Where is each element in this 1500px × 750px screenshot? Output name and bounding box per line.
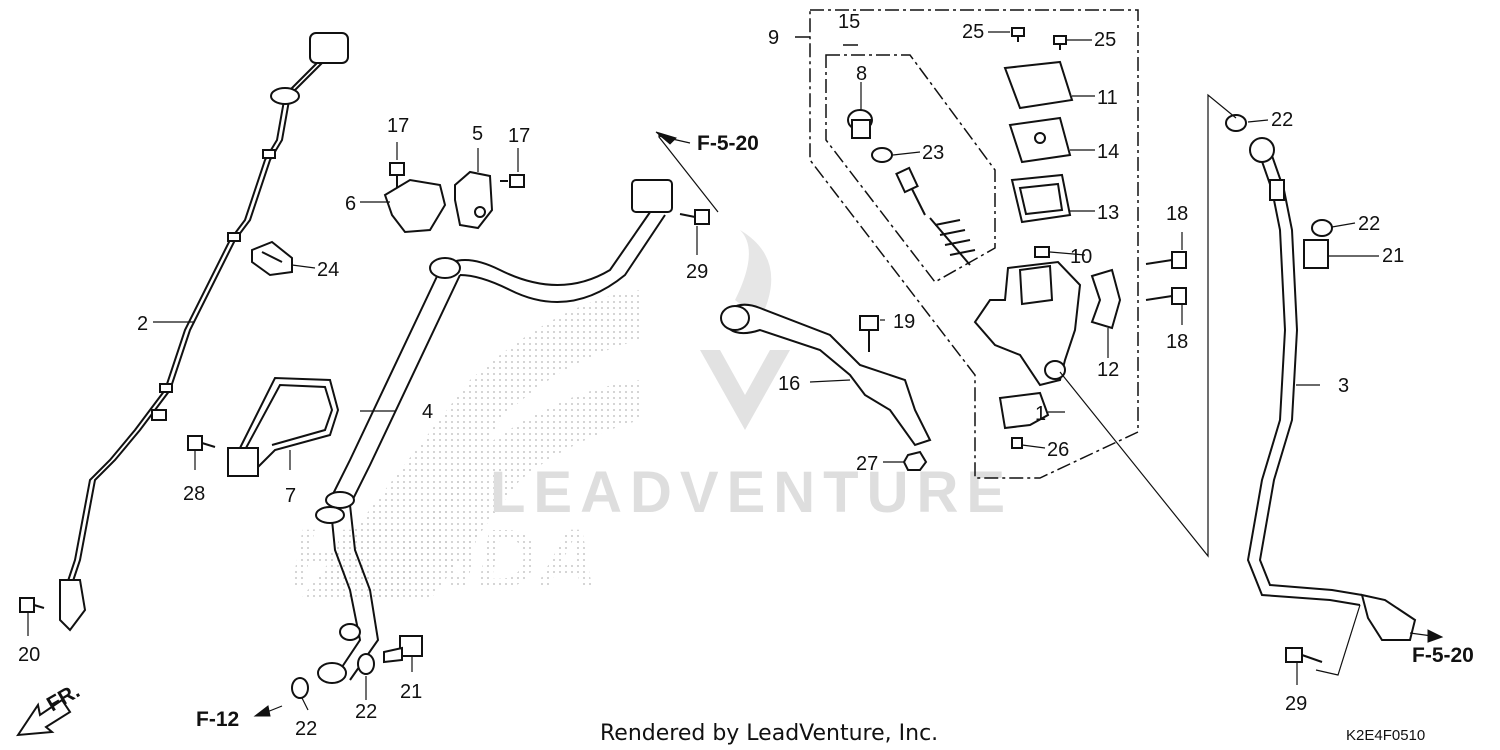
washer-part-22-bottom-mid (357, 653, 375, 675)
screw-part-26 (1011, 437, 1023, 449)
bolt-part-21-bottom (383, 635, 423, 664)
bolt-part-18-bottom (1145, 287, 1187, 305)
front-direction-arrow-icon (16, 698, 72, 737)
bolt-part-21-right (1303, 239, 1329, 269)
washer-part-22-top-right (1225, 114, 1247, 132)
bolt-part-19 (859, 315, 879, 352)
ref-label-top[interactable]: F-5-20 (697, 132, 759, 155)
part-label-24: 24 (317, 259, 339, 281)
part-label-14: 14 (1097, 141, 1119, 163)
part-label-4: 4 (422, 401, 433, 423)
part-label-22-bottom-left: 22 (295, 718, 317, 740)
sensor-cable-part-2 (59, 32, 349, 632)
bolt-part-28 (187, 435, 216, 451)
master-cylinder-assembly-outline (795, 9, 1139, 479)
part-label-10: 10 (1070, 246, 1092, 268)
master-cylinder-body (973, 260, 1082, 387)
part-label-5: 5 (472, 123, 483, 145)
diagram-code: K2E4F0510 (1346, 727, 1425, 744)
part-label-17-left: 17 (387, 115, 409, 137)
bolt-part-20 (19, 597, 45, 613)
arrow-icon-bottom-left-ref (253, 705, 283, 717)
circlip-part-23 (871, 147, 893, 163)
leader-lines (27, 31, 1379, 711)
part-label-20: 20 (18, 644, 40, 666)
stop-switch-part-1 (998, 391, 1050, 430)
bolt-part-17-left (389, 162, 405, 188)
brake-hose-part-3 (1246, 137, 1417, 641)
part-label-2: 2 (137, 313, 148, 335)
part-label-12: 12 (1097, 359, 1119, 381)
nut-part-27 (902, 450, 928, 471)
part-label-21-bottom: 21 (400, 681, 422, 703)
bolt-part-18-top (1145, 251, 1187, 269)
clamp-part-24 (251, 240, 293, 277)
part-label-1: 1 (1035, 403, 1046, 425)
part-label-18-top: 18 (1166, 203, 1188, 225)
part-label-25-right: 25 (1094, 29, 1116, 51)
ref-label-bottom-right[interactable]: F-5-20 (1412, 644, 1474, 667)
part-label-29-top: 29 (686, 261, 708, 283)
part-label-29-bottom: 29 (1285, 693, 1307, 715)
part-label-7: 7 (285, 485, 296, 507)
bracket-part-5 (454, 170, 494, 230)
diaphragm-part-13 (1010, 173, 1072, 224)
part-label-6: 6 (345, 193, 356, 215)
clip-part-10 (1034, 246, 1050, 258)
part-label-26: 26 (1047, 439, 1069, 461)
honda-watermark-text: HONDA (290, 512, 598, 606)
leadventure-watermark-text: LEADVENTURE (490, 460, 1013, 525)
arrow-icon-bottom-right-ref (1409, 629, 1444, 643)
footer-credit: Rendered by LeadVenture, Inc. (600, 721, 938, 746)
screw-part-25-right (1053, 35, 1067, 50)
arrow-icon-top-ref (655, 131, 691, 145)
part-label-21-right: 21 (1382, 245, 1404, 267)
hose-guide-part-7 (227, 376, 340, 477)
holder-part-12 (1090, 268, 1122, 330)
brake-hose-part-4 (315, 179, 673, 684)
washer-part-22-right (1311, 219, 1333, 237)
part-label-15: 15 (838, 11, 860, 33)
part-label-22-top-right: 22 (1271, 109, 1293, 131)
part-label-18-bottom: 18 (1166, 331, 1188, 353)
part-label-28: 28 (183, 483, 205, 505)
part-label-16: 16 (778, 373, 800, 395)
bolt-part-17-right (500, 174, 525, 188)
part-label-22-bottom-mid: 22 (355, 701, 377, 723)
part-label-22-right: 22 (1358, 213, 1380, 235)
washer-part-22-bottom-left (291, 677, 309, 699)
leadventure-logo-watermark (700, 230, 790, 430)
piston-spring (895, 166, 976, 266)
part-label-17-right: 17 (508, 125, 530, 147)
brake-lever-part-16 (720, 303, 932, 447)
screw-part-25-left (1011, 27, 1025, 42)
part-label-13: 13 (1097, 202, 1119, 224)
ref-label-bottom-left[interactable]: F-12 (196, 708, 239, 731)
part-label-27: 27 (856, 453, 878, 475)
honda-wing-watermark (300, 290, 640, 600)
reservoir-cap-part-11 (1003, 60, 1074, 110)
part-label-9: 9 (768, 27, 779, 49)
bolt-part-29-top (679, 209, 710, 225)
bolt-part-29-bottom (1285, 647, 1323, 663)
bracket-part-6 (383, 178, 447, 234)
part-label-3: 3 (1338, 375, 1349, 397)
plate-part-14 (1008, 116, 1072, 164)
part-label-25-left: 25 (962, 21, 984, 43)
boot-part-8 (847, 109, 873, 139)
part-label-23: 23 (922, 142, 944, 164)
part-label-11: 11 (1097, 87, 1118, 109)
part-label-8: 8 (856, 63, 867, 85)
part-label-19: 19 (893, 311, 915, 333)
